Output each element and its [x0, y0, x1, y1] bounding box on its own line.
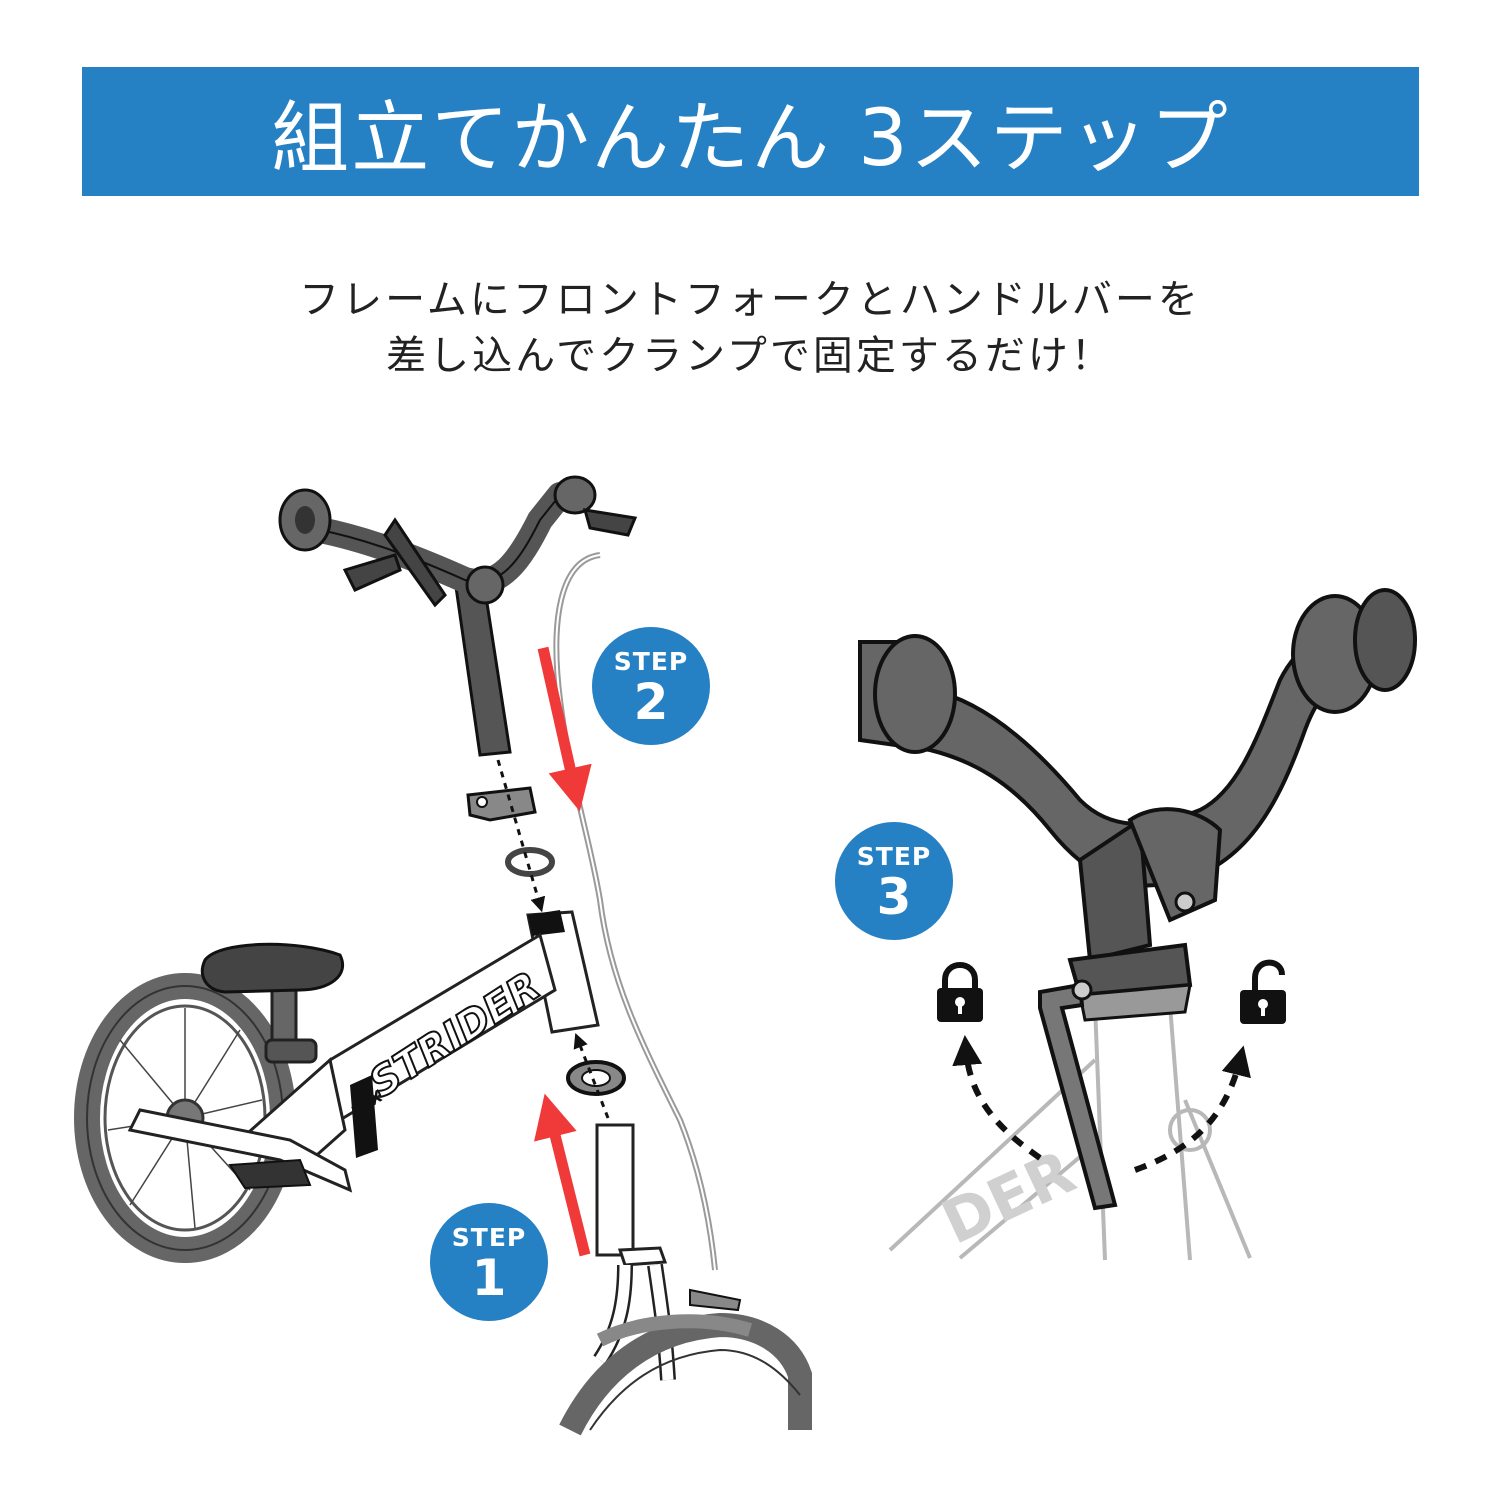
frame: STRIDER 14X — [127, 910, 600, 1193]
padlock-closed-icon — [937, 962, 983, 1022]
spacer-ring — [505, 847, 555, 877]
page-title: 組立てかんたん 3ステップ — [271, 93, 1230, 184]
description-line-2: 差し込んでクランプで固定するだけ！ — [386, 333, 1114, 379]
loosen-arrow — [1133, 1045, 1251, 1173]
padlock-open-icon — [1240, 959, 1286, 1024]
step-2-badge: STEP 2 — [592, 627, 710, 745]
step-1-label: STEP — [451, 1223, 527, 1252]
step-2-number: 2 — [633, 673, 669, 731]
step-1-badge: STEP 1 — [430, 1203, 548, 1321]
step-3-number: 3 — [876, 868, 912, 926]
step-2-label: STEP — [613, 647, 689, 676]
tighten-arrow — [952, 1035, 1042, 1161]
front-wheel — [559, 1312, 812, 1436]
description: フレームにフロントフォークとハンドルバーを 差し込んでクランプで固定するだけ！ — [0, 272, 1500, 384]
handlebar — [278, 475, 638, 757]
seat — [200, 942, 344, 1064]
faded-frame-text: DER — [932, 1137, 1086, 1258]
step-1-number: 1 — [471, 1249, 507, 1307]
red-arrow-up — [533, 1093, 591, 1257]
header-banner: 組立てかんたん 3ステップ — [82, 67, 1419, 196]
red-arrow-down — [537, 646, 592, 812]
description-line-1: フレームにフロントフォークとハンドルバーを — [299, 277, 1201, 323]
stem-clamp — [466, 786, 537, 822]
step-3-badge: STEP 3 — [835, 822, 953, 940]
step-3-label: STEP — [856, 842, 932, 871]
clamp-detail: DER — [858, 588, 1417, 1261]
